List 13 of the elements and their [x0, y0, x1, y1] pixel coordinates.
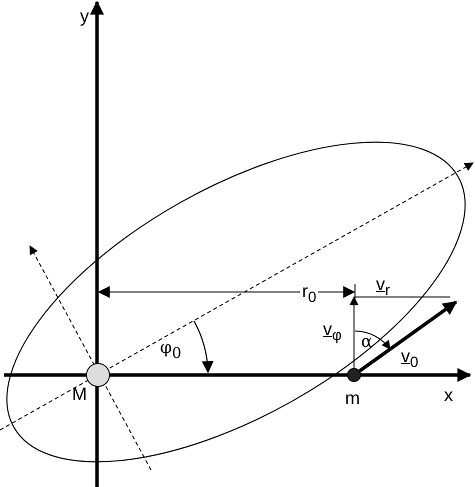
vector-label: v$_{r}$: [376, 275, 390, 298]
mass-label: m: [345, 389, 360, 407]
axis-label: y: [80, 7, 89, 25]
central-mass-circle: [86, 363, 110, 387]
axis-label: x: [444, 386, 453, 404]
edge-label: v$_{0}$: [401, 347, 418, 370]
mass-label: M: [72, 385, 87, 403]
angle-label: α: [361, 334, 372, 351]
angle-label: φ$_{0}$: [160, 340, 182, 361]
orbiting-mass-dot: [347, 368, 361, 382]
velocity-arrow: [358, 300, 458, 372]
edge-label: v$_{φ}$: [323, 320, 342, 343]
velocity-arrow: [350, 296, 358, 368]
